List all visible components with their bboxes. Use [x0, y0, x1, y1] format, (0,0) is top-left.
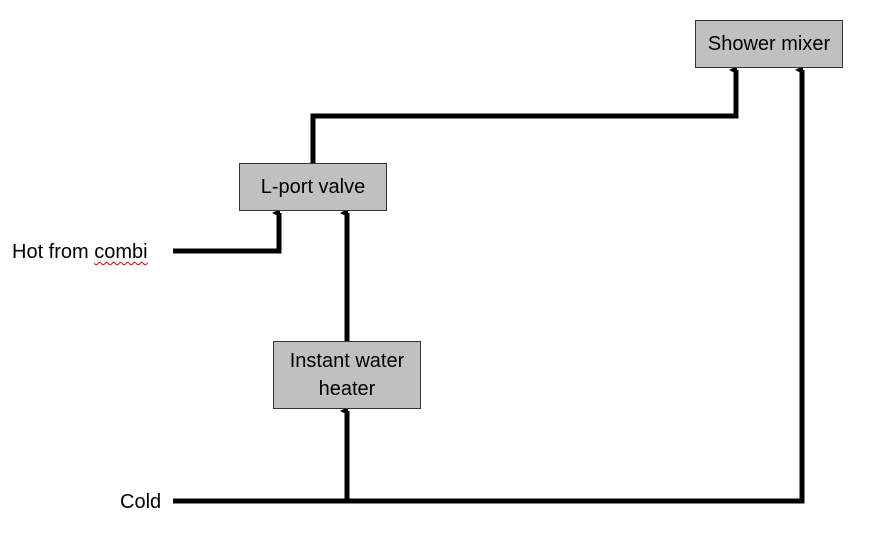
instant-water-heater-box: Instant water heater [273, 341, 421, 409]
pipe-hot-to-lport [173, 209, 282, 254]
hot-from-combi-label: Hot from combi [12, 240, 148, 264]
combi-label-text: combi [94, 241, 148, 263]
hot-from-label-text: Hot from [12, 241, 95, 263]
pipe-lport-to-shower [310, 66, 739, 163]
lport-valve-box: L-port valve [239, 163, 387, 211]
cold-label: Cold [120, 491, 162, 513]
lport-valve-label: L-port valve [260, 176, 366, 198]
shower-mixer-label: Shower mixer [707, 33, 831, 55]
shower-mixer-box: Shower mixer [695, 20, 843, 68]
instant-water-heater-label: Instant water heater [289, 350, 405, 400]
pipe-cold-to-shower [173, 66, 805, 504]
